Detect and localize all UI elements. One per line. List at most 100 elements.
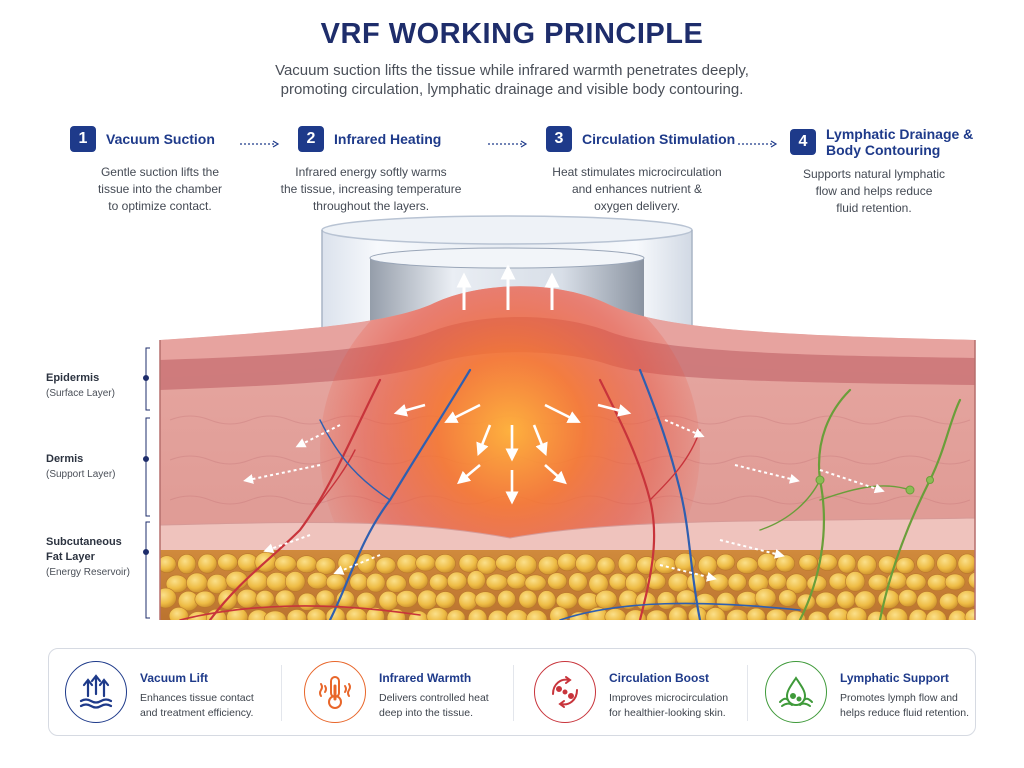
fat-cell [956,590,975,609]
fat-cell [274,589,296,609]
fat-cell [160,587,177,609]
fat-cell [446,571,468,591]
tissue-illustration [143,215,1008,627]
fat-cell [434,554,456,574]
step-desc-2-line-1: Infrared energy softly warms [295,165,447,179]
fat-cell [547,572,568,590]
fat-cell [265,572,289,592]
subtitle-line-1: Vacuum suction lifts the tissue while in… [275,62,749,79]
fat-cell [986,573,1008,592]
step-title-4: Lymphatic Drainage & Body Contouring [826,126,973,158]
benefit-infrared-warmth: Infrared Warmth Delivers controlled heat… [304,661,514,725]
fat-cell [636,556,658,575]
fat-cell [905,573,927,591]
fat-cell [727,573,747,592]
fat-cell [417,589,438,610]
benefit-title-infrared-warmth: Infrared Warmth [379,671,472,685]
fat-cell [349,572,369,592]
fat-cell [575,553,597,574]
step-desc-3: Heat stimulates microcirculation and enh… [532,164,742,215]
fat-cell [908,609,928,620]
page-subtitle: Vacuum suction lifts the tissue while in… [212,61,812,99]
step-number-1: 1 [70,126,96,152]
benefit-desc-lymphatic-support: Promotes lymph flow and helps reduce flu… [840,691,969,721]
step-desc-4: Supports natural lymphatic flow and help… [784,166,964,217]
fat-cell [306,608,327,620]
fat-cell [828,572,849,591]
flow-arrows [243,419,885,582]
fat-cell [856,554,877,576]
fat-cell [524,574,547,592]
step-desc-1-line-3: to optimize contact. [108,199,212,213]
step-title-3: Circulation Stimulation [582,131,736,147]
step-desc-2-line-2: the tissue, increasing temperature [280,182,462,196]
layer-brackets [143,347,150,619]
fat-cell [160,555,177,574]
layer-sub-epidermis: (Surface Layer) [46,388,115,399]
fat-cell [197,553,218,574]
fat-cell [506,609,529,620]
fat-cell [746,607,766,620]
fat-cell [429,573,449,591]
fat-cell [676,589,697,608]
fat-cell [415,554,436,572]
step-2: 2 Infrared Heating Infrared energy softl… [281,126,498,215]
fat-cell [948,609,968,620]
fat-cell [957,553,975,574]
fat-cell [385,574,407,593]
step-4: 4 Lymphatic Drainage & Body Contouring S… [790,126,990,217]
fat-cell [595,589,618,610]
fat-cell [916,591,938,611]
fat-cell [757,552,777,572]
layer-label-dermis: Dermis (Support Layer) [46,452,115,482]
benefit-title-circulation-boost: Circulation Boost [609,671,710,685]
benefit-desc-vacuum-lift: Enhances tissue contact and treatment ef… [140,691,254,721]
fat-cell [785,610,806,620]
thermometer-icon [304,661,366,723]
fat-cell [705,607,726,620]
fat-cell [608,572,628,591]
step-desc-2: Infrared energy softly warms the tissue,… [270,164,472,215]
heat-arrows [393,403,632,505]
fat-cell [726,609,749,620]
suction-arrows [456,264,560,310]
fat-cell [236,588,259,609]
fat-cell [168,607,189,620]
fat-cell [646,609,668,620]
benefit-desc-lymphatic-support-line-2: helps reduce fluid retention. [840,707,969,719]
benefit-desc-infrared-warmth-line-1: Delivers controlled heat [379,692,489,704]
fat-cell [506,572,527,590]
fat-cell [766,608,788,620]
fat-cell [617,553,637,575]
fat-cell [518,589,538,609]
step-desc-2-line-3: throughout the layers. [312,199,430,213]
step-1: 1 Vacuum Suction Gentle suction lifts th… [70,126,230,215]
step-desc-4-line-2: flow and helps reduce [815,184,933,198]
fat-cell [936,553,958,574]
fat-cell [549,606,569,620]
benefit-title-lymphatic-support: Lymphatic Support [840,671,949,685]
fat-cell [255,590,275,608]
fat-cell [356,553,376,574]
step-desc-3-line-2: and enhances nutrient & [571,182,703,196]
benefit-desc-vacuum-lift-line-1: Enhances tissue contact [140,692,254,704]
fat-cell [667,572,690,593]
fat-cell [977,589,996,609]
fat-cell [815,591,837,609]
fat-cell [989,610,1008,627]
step-desc-3-line-3: oxygen delivery. [594,199,680,213]
step-number-4: 4 [790,129,816,155]
benefit-desc-infrared-warmth-line-2: deep into the tissue. [379,707,473,719]
fat-cell [435,591,456,609]
benefits-panel: Vacuum Lift Enhances tissue contact and … [48,648,976,736]
step-desc-4-line-3: fluid retention. [836,201,912,215]
fat-cell [775,554,796,573]
fat-cell [845,571,866,592]
fat-cell [217,553,238,572]
fat-cell [604,608,627,620]
fat-cell [284,571,306,592]
fat-cell [325,573,346,591]
fat-cell [867,574,889,591]
fat-cell [778,589,797,607]
fat-cell [495,554,517,572]
